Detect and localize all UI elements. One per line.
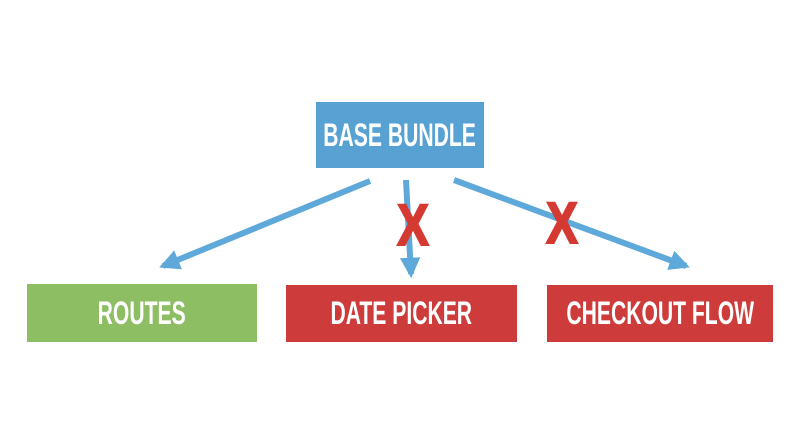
node-routes-label: ROUTES bbox=[97, 294, 187, 331]
edge-base-bundle-to-routes-arrow bbox=[159, 178, 372, 270]
node-date-picker-label: DATE PICKER bbox=[330, 294, 473, 332]
blocked-x-mark-checkout-flow: X bbox=[545, 191, 578, 256]
node-base-bundle-label: BASE BUNDLE bbox=[323, 116, 477, 153]
node-routes: ROUTES bbox=[27, 284, 257, 342]
node-date-picker: DATE PICKER bbox=[286, 285, 517, 342]
edge-base-bundle-to-date-picker-arrow bbox=[399, 179, 421, 279]
edge-base-bundle-to-checkout-flow-arrow bbox=[452, 177, 690, 270]
node-base-bundle: BASE BUNDLE bbox=[316, 102, 484, 168]
blocked-x-mark-date-picker: X bbox=[396, 193, 429, 258]
node-checkout-flow: CHECKOUT FLOW bbox=[547, 285, 773, 342]
node-checkout-flow-label: CHECKOUT FLOW bbox=[566, 294, 754, 332]
